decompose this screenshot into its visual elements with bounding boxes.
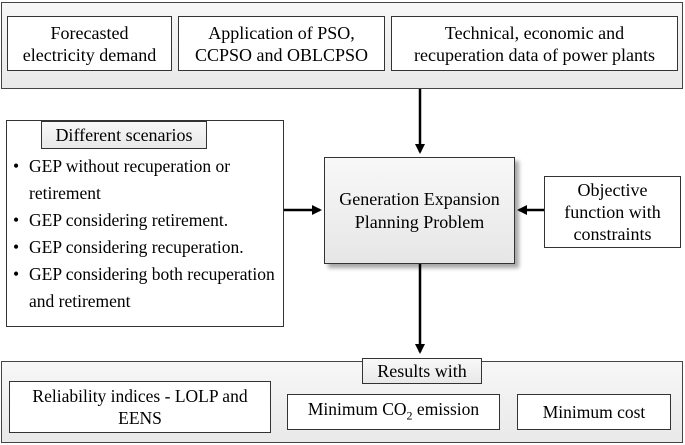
gep-problem-box: Generation Expansion Planning Problem bbox=[324, 157, 515, 264]
scenario-item: GEP without recuperation or retirement bbox=[11, 153, 279, 207]
co2-label: Minimum CO2 emission bbox=[307, 398, 480, 423]
objective-function-box: Objective function with constraints bbox=[544, 176, 681, 248]
scenario-item: GEP considering recuperation. bbox=[11, 234, 279, 261]
scenarios-list: GEP without recuperation or retirement G… bbox=[11, 153, 279, 315]
reliability-indices-box: Reliability indices - LOLP and EENS bbox=[9, 381, 271, 433]
scenarios-title: Different scenarios bbox=[41, 121, 207, 149]
co2-emission-box: Minimum CO2 emission bbox=[287, 394, 500, 430]
results-title: Results with bbox=[362, 358, 482, 384]
power-plant-data-box: Technical, economic and recuperation dat… bbox=[391, 16, 678, 71]
algorithms-box: Application of PSO, CCPSO and OBLCPSO bbox=[178, 16, 385, 71]
scenario-item: GEP considering both recuperation and re… bbox=[11, 261, 279, 315]
scenarios-box: GEP without recuperation or retirement G… bbox=[6, 120, 284, 327]
scenario-item: GEP considering retirement. bbox=[11, 207, 279, 234]
minimum-cost-box: Minimum cost bbox=[517, 394, 671, 430]
forecasted-demand-box: Forecasted electricity demand bbox=[7, 16, 172, 71]
